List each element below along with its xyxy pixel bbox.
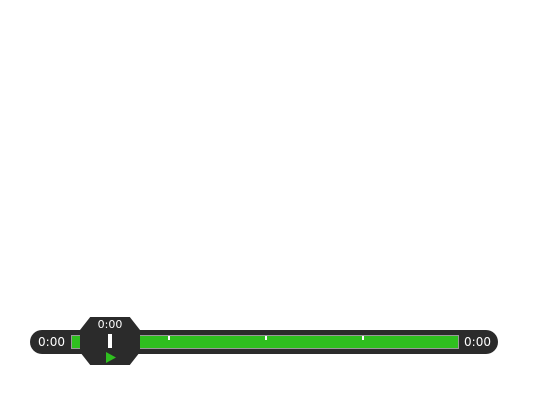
current-time-label: 0:00 xyxy=(38,335,65,349)
playhead-time-label: 0:00 xyxy=(97,318,123,331)
seek-bar-tick xyxy=(265,336,267,340)
seek-bar-tick xyxy=(168,336,170,340)
play-icon xyxy=(106,352,116,363)
seek-bar-tick xyxy=(362,336,364,340)
seek-bar[interactable] xyxy=(71,335,459,349)
play-button[interactable] xyxy=(105,351,116,363)
playhead-marker[interactable] xyxy=(108,334,112,348)
duration-label: 0:00 xyxy=(464,335,491,349)
